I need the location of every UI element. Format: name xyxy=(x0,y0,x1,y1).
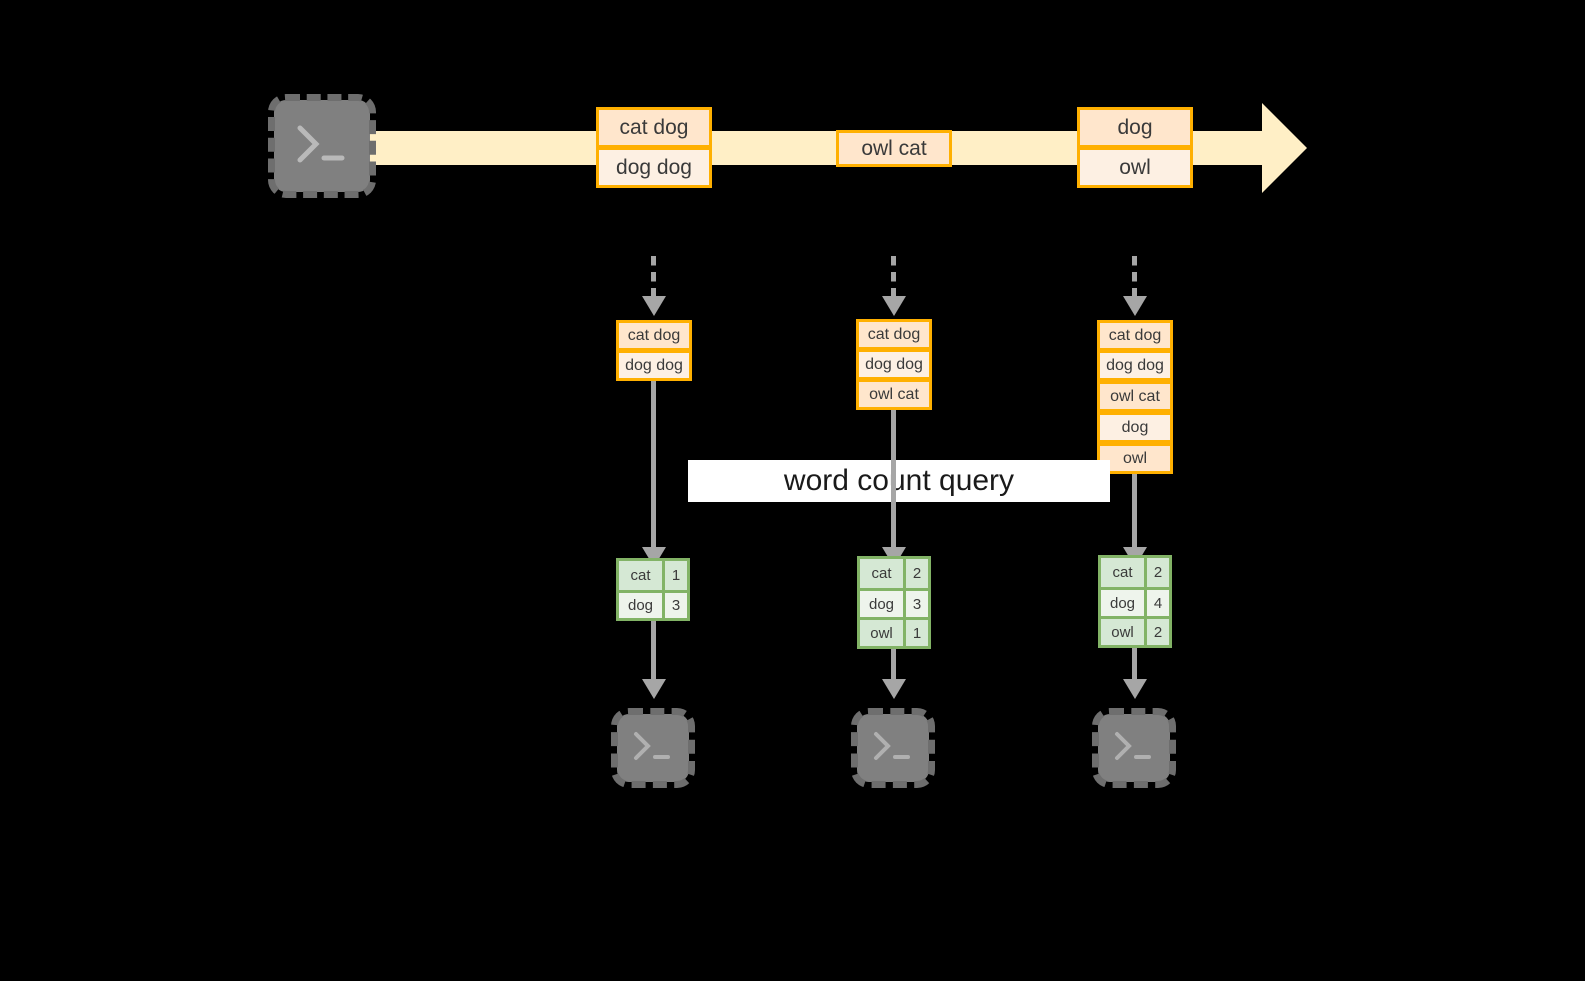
snapshot-record[interactable]: dog xyxy=(1097,412,1173,443)
stream-tap-connector xyxy=(1132,256,1137,298)
count-cell: 3 xyxy=(906,588,928,617)
word-count-table[interactable]: cat 2 dog 4 owl 2 xyxy=(1098,555,1172,648)
snapshot-record[interactable]: cat dog xyxy=(856,319,932,350)
snapshot-record[interactable]: cat dog xyxy=(1097,320,1173,351)
snapshot-record[interactable]: cat dog xyxy=(616,320,692,351)
table-row: cat 1 xyxy=(619,561,687,590)
stream-tap-connector xyxy=(891,256,896,298)
table-row: dog 3 xyxy=(619,589,687,618)
word-count-table[interactable]: cat 2 dog 3 owl 1 xyxy=(857,556,931,649)
terminal-prompt-icon xyxy=(874,732,910,760)
word-cell: dog xyxy=(1101,587,1147,616)
word-cell: owl xyxy=(1101,616,1147,645)
count-cell: 2 xyxy=(1147,558,1169,587)
word-cell: dog xyxy=(860,588,906,617)
snapshot-record[interactable]: dog dog xyxy=(856,349,932,380)
stream-record[interactable]: cat dog xyxy=(596,107,712,148)
stream-tap-connector xyxy=(651,256,656,298)
count-cell: 2 xyxy=(1147,616,1169,645)
output-connector xyxy=(651,621,656,681)
word-cell: cat xyxy=(619,561,665,590)
query-label-band xyxy=(688,460,1110,502)
count-cell: 3 xyxy=(665,589,687,618)
table-row: cat 2 xyxy=(1101,558,1169,587)
output-connector xyxy=(891,649,896,681)
consumer-terminal-3[interactable] xyxy=(1092,708,1176,788)
terminal-prompt-icon xyxy=(1115,732,1151,760)
output-connector-arrowhead xyxy=(1123,679,1147,699)
output-connector-arrowhead xyxy=(642,679,666,699)
snapshot-record[interactable]: owl cat xyxy=(856,379,932,410)
table-row: dog 3 xyxy=(860,588,928,617)
snapshot-record[interactable]: dog dog xyxy=(616,350,692,381)
table-row: dog 4 xyxy=(1101,587,1169,616)
event-stream-arrowhead xyxy=(1262,103,1307,193)
query-connector xyxy=(891,410,896,549)
count-cell: 4 xyxy=(1147,587,1169,616)
output-connector xyxy=(1132,648,1137,681)
terminal-prompt-icon xyxy=(297,125,345,163)
stream-record[interactable]: owl xyxy=(1077,147,1193,188)
producer-terminal[interactable] xyxy=(268,94,376,198)
stream-record[interactable]: dog dog xyxy=(596,147,712,188)
stream-tap-arrowhead xyxy=(642,296,666,316)
query-connector xyxy=(651,381,656,549)
table-row: cat 2 xyxy=(860,559,928,588)
word-cell: owl xyxy=(860,617,906,646)
stream-record[interactable]: owl cat xyxy=(836,130,952,167)
word-cell: dog xyxy=(619,589,665,618)
consumer-terminal-2[interactable] xyxy=(851,708,935,788)
output-connector-arrowhead xyxy=(882,679,906,699)
table-row: owl 2 xyxy=(1101,616,1169,645)
snapshot-record[interactable]: dog dog xyxy=(1097,350,1173,381)
count-cell: 2 xyxy=(906,559,928,588)
word-cell: cat xyxy=(1101,558,1147,587)
count-cell: 1 xyxy=(906,617,928,646)
terminal-prompt-icon xyxy=(634,732,670,760)
word-cell: cat xyxy=(860,559,906,588)
stream-tap-arrowhead xyxy=(882,296,906,316)
table-row: owl 1 xyxy=(860,617,928,646)
snapshot-record[interactable]: owl cat xyxy=(1097,381,1173,412)
query-connector xyxy=(1132,474,1137,549)
word-count-table[interactable]: cat 1 dog 3 xyxy=(616,558,690,621)
count-cell: 1 xyxy=(665,561,687,590)
stream-record[interactable]: dog xyxy=(1077,107,1193,148)
stream-tap-arrowhead xyxy=(1123,296,1147,316)
snapshot-record[interactable]: owl xyxy=(1097,443,1173,474)
query-label: word count query xyxy=(783,464,1015,497)
consumer-terminal-1[interactable] xyxy=(611,708,695,788)
